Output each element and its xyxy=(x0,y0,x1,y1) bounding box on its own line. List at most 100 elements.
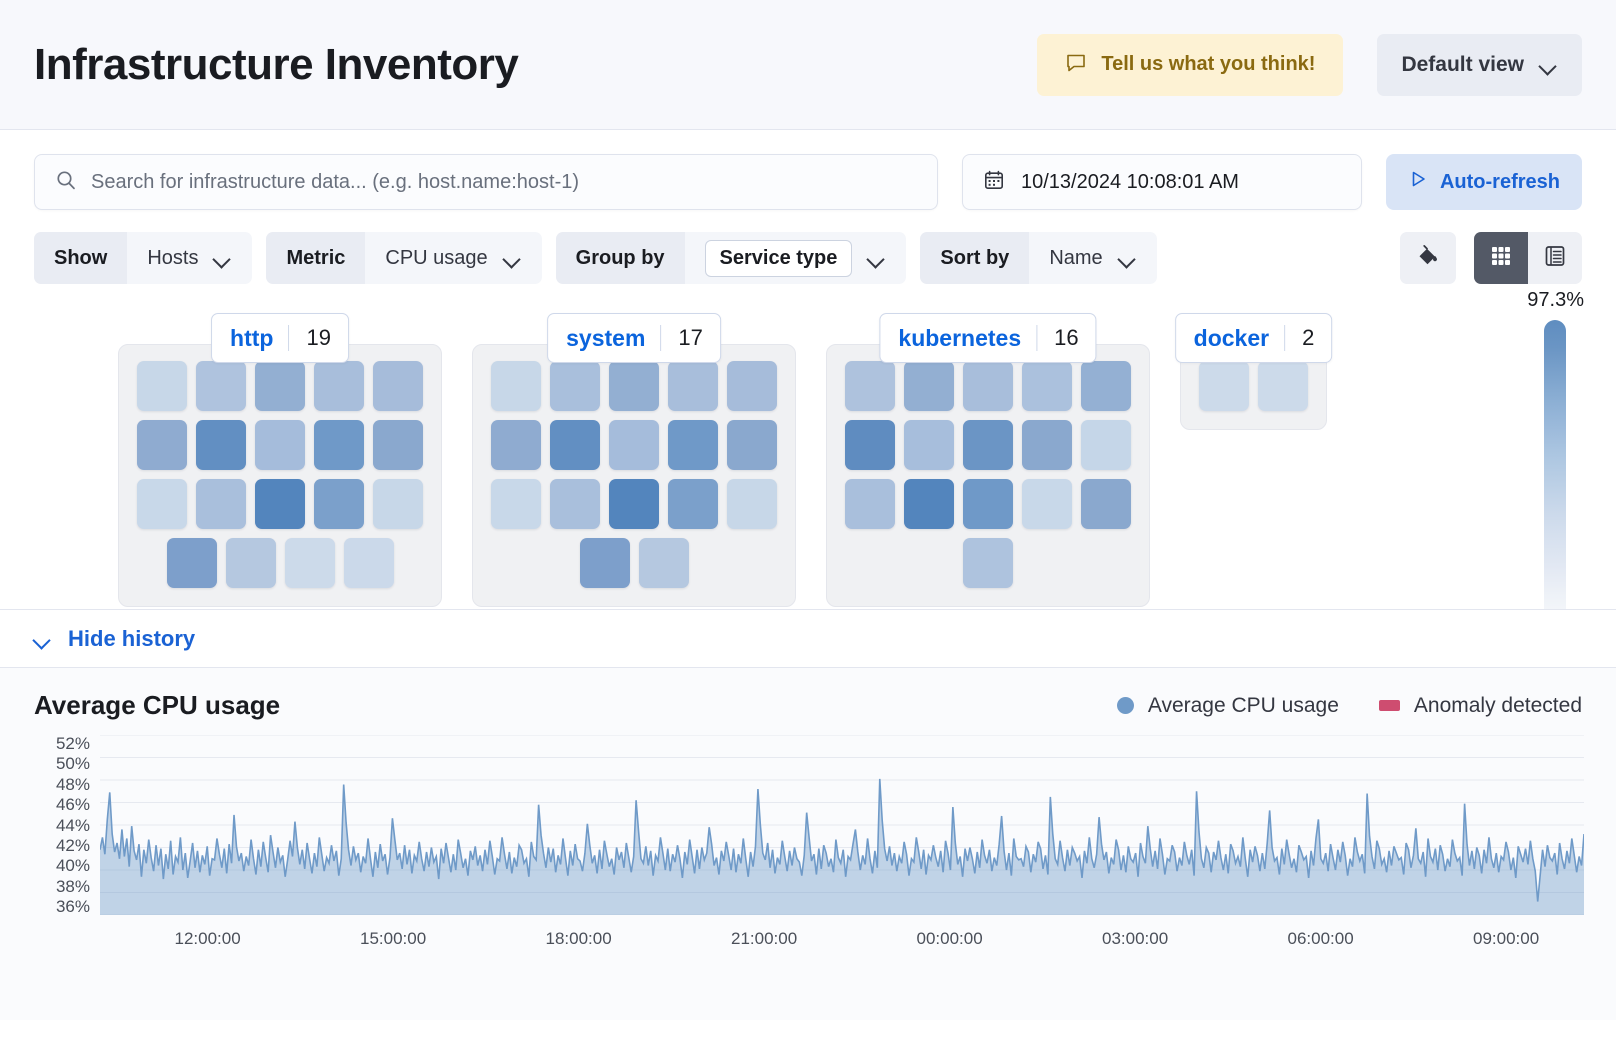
filter-group-by-value[interactable]: Service type xyxy=(684,232,907,284)
legend-label: Anomaly detected xyxy=(1413,693,1582,717)
waffle-cell[interactable] xyxy=(579,538,630,588)
waffle-cell[interactable] xyxy=(727,361,777,411)
waffle-cell[interactable] xyxy=(373,361,423,411)
waffle-cell[interactable] xyxy=(225,538,276,588)
waffle-cell[interactable] xyxy=(255,420,305,470)
waffle-cell[interactable] xyxy=(491,420,541,470)
color-fill-icon-button[interactable] xyxy=(1400,232,1456,284)
waffle-cell[interactable] xyxy=(845,361,895,411)
waffle-cell[interactable] xyxy=(373,420,423,470)
header-actions: Tell us what you think! Default view xyxy=(1037,33,1582,96)
chart-title: Average CPU usage xyxy=(34,690,281,720)
legend-item-anomaly-detected[interactable]: Anomaly detected xyxy=(1378,693,1582,718)
waffle-cell[interactable] xyxy=(963,361,1013,411)
waffle-cell[interactable] xyxy=(963,538,1013,588)
group-name: http xyxy=(230,324,274,351)
waffle-cell[interactable] xyxy=(314,420,364,470)
waffle-cell[interactable] xyxy=(550,420,600,470)
table-view-button[interactable] xyxy=(1528,232,1582,284)
waffle-cell[interactable] xyxy=(166,538,217,588)
legend-item-average-cpu-usage[interactable]: Average CPU usage xyxy=(1116,694,1339,718)
filter-group-by[interactable]: Group by Service type xyxy=(555,232,907,284)
waffle-cell[interactable] xyxy=(255,361,305,411)
waffle-cell[interactable] xyxy=(668,420,718,470)
waffle-cell[interactable] xyxy=(963,420,1013,470)
chevron-down-icon xyxy=(1540,60,1558,70)
waffle-cell[interactable] xyxy=(845,479,895,529)
filter-show[interactable]: Show Hosts xyxy=(34,232,253,284)
filter-sort-by-value[interactable]: Name xyxy=(1029,232,1157,284)
waffle-cell[interactable] xyxy=(196,479,246,529)
group-name: system xyxy=(566,324,646,351)
waffle-cell[interactable] xyxy=(196,420,246,470)
y-axis-tick: 48% xyxy=(55,774,90,794)
legend-max-label: 97.3% xyxy=(1527,289,1584,311)
grid-view-button[interactable] xyxy=(1474,232,1528,284)
chevron-down-icon xyxy=(1119,253,1137,263)
waffle-cell[interactable] xyxy=(904,361,954,411)
waffle-cell[interactable] xyxy=(1081,361,1131,411)
waffle-cell[interactable] xyxy=(1022,479,1072,529)
waffle-cell[interactable] xyxy=(1258,361,1308,411)
search-input[interactable]: Search for infrastructure data... (e.g. … xyxy=(34,154,938,210)
waffle-cell[interactable] xyxy=(137,479,187,529)
waffle-row xyxy=(845,479,1131,529)
waffle-cell[interactable] xyxy=(1081,479,1131,529)
table-view-icon xyxy=(1543,244,1567,273)
waffle-cell[interactable] xyxy=(963,479,1013,529)
filter-show-value[interactable]: Hosts xyxy=(127,232,253,284)
waffle-cell[interactable] xyxy=(727,420,777,470)
filters-row: Show Hosts Metric CPU usage Group by Ser… xyxy=(34,232,1582,284)
waffle-cell[interactable] xyxy=(550,361,600,411)
waffle-cell[interactable] xyxy=(1199,361,1249,411)
waffle-cell[interactable] xyxy=(550,479,600,529)
date-picker[interactable]: 10/13/2024 10:08:01 AM xyxy=(962,154,1362,210)
waffle-cell[interactable] xyxy=(727,479,777,529)
filter-metric-value[interactable]: CPU usage xyxy=(365,232,542,284)
view-mode-switch xyxy=(1474,232,1582,284)
auto-refresh-button[interactable]: Auto-refresh xyxy=(1386,154,1582,210)
waffle-cell[interactable] xyxy=(491,361,541,411)
waffle-cell[interactable] xyxy=(609,361,659,411)
chevron-down-icon xyxy=(34,634,52,644)
waffle-cell[interactable] xyxy=(1081,420,1131,470)
waffle-cell[interactable] xyxy=(609,420,659,470)
waffle-cell[interactable] xyxy=(284,538,335,588)
waffle-cell[interactable] xyxy=(314,479,364,529)
waffle-cell[interactable] xyxy=(255,479,305,529)
waffle-cell[interactable] xyxy=(609,479,659,529)
waffle-cell[interactable] xyxy=(137,420,187,470)
waffle-cell[interactable] xyxy=(137,361,187,411)
waffle-cell[interactable] xyxy=(314,361,364,411)
waffle-cell[interactable] xyxy=(845,420,895,470)
waffle-cell[interactable] xyxy=(343,538,394,588)
waffle-row xyxy=(491,538,777,588)
filter-group-by-label: Group by xyxy=(555,232,685,284)
feedback-button[interactable]: Tell us what you think! xyxy=(1037,33,1344,96)
default-view-button[interactable]: Default view xyxy=(1377,33,1582,96)
y-axis-tick: 36% xyxy=(55,897,90,916)
waffle-cell[interactable] xyxy=(491,479,541,529)
waffle-row xyxy=(137,538,423,588)
waffle-cell[interactable] xyxy=(196,361,246,411)
x-axis-tick: 03:00:00 xyxy=(1102,929,1169,948)
group-cells-http xyxy=(118,344,442,607)
waffle-cell[interactable] xyxy=(373,479,423,529)
waffle-cell[interactable] xyxy=(1022,361,1072,411)
waffle-cell[interactable] xyxy=(904,420,954,470)
x-axis-tick: 21:00:00 xyxy=(731,929,798,948)
auto-refresh-label: Auto-refresh xyxy=(1439,170,1560,193)
filter-metric[interactable]: Metric CPU usage xyxy=(266,232,542,284)
waffle-cell[interactable] xyxy=(668,479,718,529)
filter-sort-by[interactable]: Sort by Name xyxy=(920,232,1157,284)
waffle-cell[interactable] xyxy=(638,538,689,588)
waffle-cell[interactable] xyxy=(1022,420,1072,470)
history-toggle-row[interactable]: Hide history xyxy=(0,610,1616,668)
waffle-cell[interactable] xyxy=(904,479,954,529)
waffle-cell[interactable] xyxy=(668,361,718,411)
